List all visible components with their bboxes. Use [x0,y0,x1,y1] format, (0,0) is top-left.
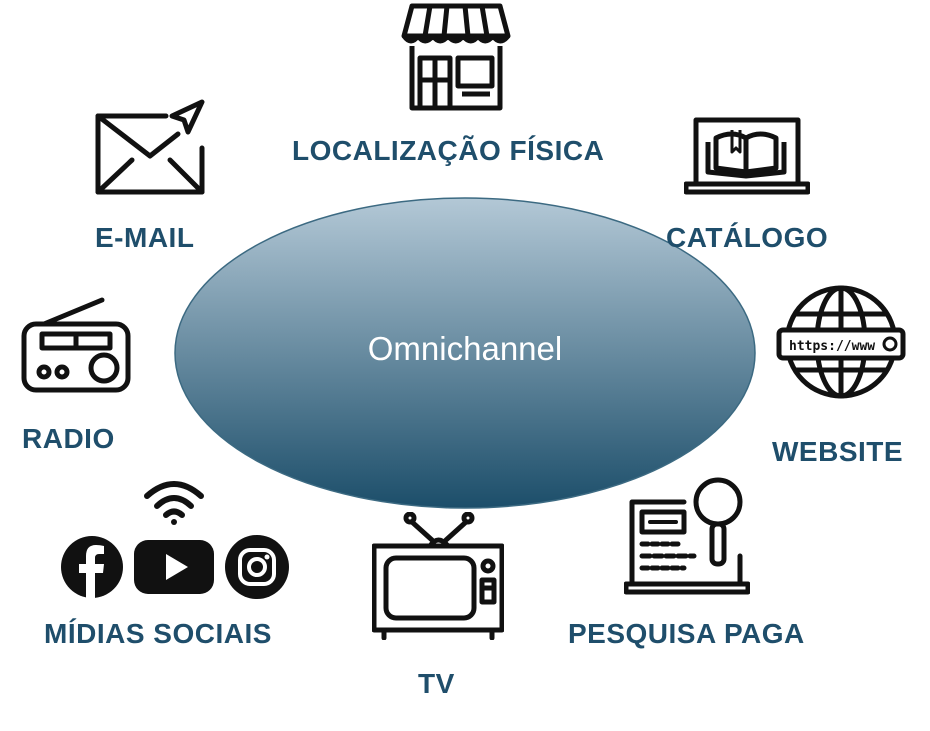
instagram-icon [224,534,290,600]
globe-www-icon: https://www [775,282,907,400]
youtube-icon [132,536,216,598]
website-url-text: https://www [789,339,875,354]
label-email: E-MAIL [95,222,195,253]
wifi-icon [143,478,205,526]
laptop-search-icon [624,476,750,596]
television-icon [372,512,504,640]
label-radio: RADIO [22,423,115,454]
label-social-media: MÍDIAS SOCIAIS [44,618,272,649]
laptop-catalog-icon [684,116,810,196]
envelope-send-icon [88,98,210,196]
facebook-icon [60,535,124,599]
label-tv: TV [418,668,455,699]
label-website: WEBSITE [772,436,904,467]
label-paid-search: PESQUISA PAGA [568,618,805,649]
label-catalog: CATÁLOGO [666,222,829,253]
storefront-icon [400,2,512,112]
omnichannel-label: Omnichannel [367,330,563,367]
radio-icon [20,296,132,394]
label-physical-location: LOCALIZAÇÃO FÍSICA [292,135,605,166]
